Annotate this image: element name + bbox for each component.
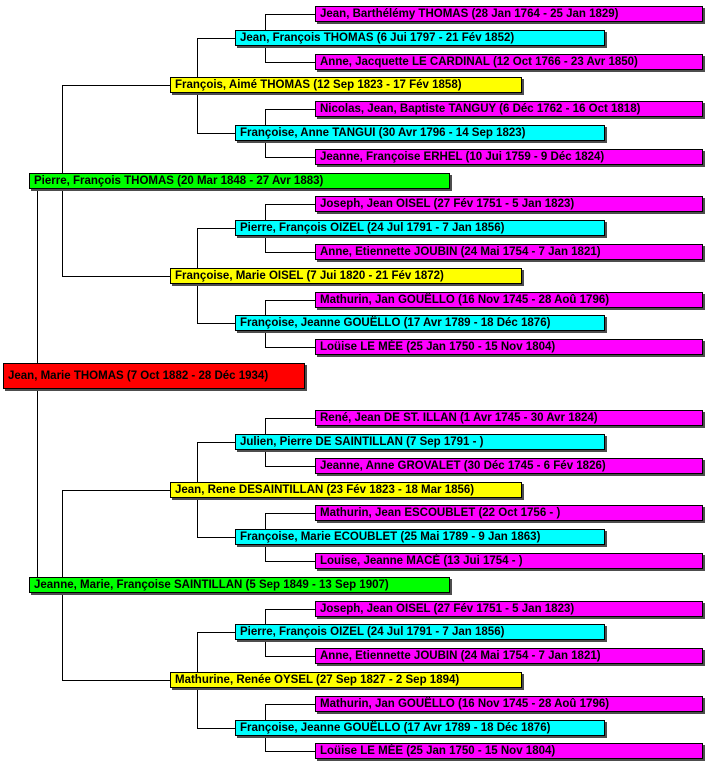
person-box[interactable]: Mathurine, Renée OYSEL (27 Sep 1827 - 2 … [170, 672, 522, 688]
connector-stub-mother [197, 133, 235, 134]
person-box[interactable]: Nicolas, Jean, Baptiste TANGUY (6 Déc 17… [315, 101, 703, 117]
connector-stub-father [62, 85, 170, 86]
person-box[interactable]: Françoise, Marie OISEL (7 Jui 1820 - 21 … [170, 268, 522, 284]
person-box[interactable]: Loüise LE MÉE (25 Jan 1750 - 15 Nov 1804… [315, 339, 703, 355]
person-box[interactable]: Joseph, Jean OISEL (27 Fév 1751 - 5 Jan … [315, 196, 703, 212]
person-box[interactable]: Mathurin, Jean ESCOUBLET (22 Oct 1756 - … [315, 505, 703, 521]
person-box[interactable]: Mathurin, Jan GOUËLLO (16 Nov 1745 - 28 … [315, 696, 703, 712]
person-box[interactable]: Pierre, François OIZEL (24 Jul 1791 - 7 … [235, 624, 605, 640]
person-box[interactable]: Joseph, Jean OISEL (27 Fév 1751 - 5 Jan … [315, 601, 703, 617]
connector-stub-father [197, 632, 235, 633]
person-box[interactable]: Anne, Jacquette LE CARDINAL (12 Oct 1766… [315, 54, 703, 70]
person-box[interactable]: Françoise, Marie ECOUBLET (25 Mai 1789 -… [235, 529, 605, 545]
connector-stub-father [265, 204, 315, 205]
person-box[interactable]: Jeanne, Françoise ERHEL (10 Jui 1759 - 9… [315, 149, 703, 165]
person-box[interactable]: Jeanne, Marie, Françoise SAINTILLAN (5 S… [29, 577, 450, 593]
person-box[interactable]: Loüise LE MÉE (25 Jan 1750 - 15 Nov 1804… [315, 743, 703, 759]
connector-stub-father [197, 38, 235, 39]
connector-stub-mother [62, 680, 170, 681]
person-box[interactable]: Jean, Barthélémy THOMAS (28 Jan 1764 - 2… [315, 6, 703, 22]
person-box[interactable]: Louise, Jeanne MACÉ (13 Jui 1754 - ) [315, 553, 703, 569]
connector-stub-mother [265, 252, 315, 253]
connector-stub-mother [265, 751, 315, 752]
connector-stub-mother [197, 537, 235, 538]
person-box[interactable]: René, Jean DE ST. ILLAN (1 Avr 1745 - 30… [315, 410, 703, 426]
person-box[interactable]: François, Aimé THOMAS (12 Sep 1823 - 17 … [170, 77, 522, 93]
person-box[interactable]: Mathurin, Jan GOUËLLO (16 Nov 1745 - 28 … [315, 292, 703, 308]
person-box[interactable]: Jean, François THOMAS (6 Jui 1797 - 21 F… [235, 30, 605, 46]
connector-stub-father [265, 14, 315, 15]
connector-stub-mother [265, 656, 315, 657]
connector-stub-mother [265, 347, 315, 348]
connector-stub-father [197, 442, 235, 443]
person-box[interactable]: Françoise, Jeanne GOUËLLO (17 Avr 1789 -… [235, 720, 605, 736]
connector-stub-mother [265, 466, 315, 467]
person-box[interactable]: Françoise, Anne TANGUI (30 Avr 1796 - 14… [235, 125, 605, 141]
connector-stub-father [265, 418, 315, 419]
connector-stub-mother [197, 728, 235, 729]
connector-stub-father [265, 704, 315, 705]
person-box[interactable]: Françoise, Jeanne GOUËLLO (17 Avr 1789 -… [235, 315, 605, 331]
person-box[interactable]: Anne, Etiennette JOUBIN (24 Mai 1754 - 7… [315, 244, 703, 260]
connector-stub-mother [265, 62, 315, 63]
person-box[interactable]: Julien, Pierre DE SAINTILLAN (7 Sep 1791… [235, 434, 605, 450]
person-box[interactable]: Pierre, François THOMAS (20 Mar 1848 - 2… [29, 173, 450, 189]
person-box[interactable]: Jean, Rene DESAINTILLAN (23 Fév 1823 - 1… [170, 482, 522, 498]
connector-stub-father [265, 609, 315, 610]
connector-stub-mother [265, 561, 315, 562]
person-box[interactable]: Pierre, François OIZEL (24 Jul 1791 - 7 … [235, 220, 605, 236]
connector-stub-father [265, 300, 315, 301]
person-box[interactable]: Jean, Marie THOMAS (7 Oct 1882 - 28 Déc … [3, 363, 305, 389]
connector-stub-father [265, 109, 315, 110]
connector-stub-mother [265, 157, 315, 158]
connector-stub-father [62, 490, 170, 491]
connector-stub-mother [62, 276, 170, 277]
connector-stub-mother [197, 323, 235, 324]
connector-stub-father [265, 513, 315, 514]
person-box[interactable]: Jeanne, Anne GROVALET (30 Déc 1745 - 6 F… [315, 458, 703, 474]
person-box[interactable]: Anne, Etiennette JOUBIN (24 Mai 1754 - 7… [315, 648, 703, 664]
connector-stub-father [197, 228, 235, 229]
